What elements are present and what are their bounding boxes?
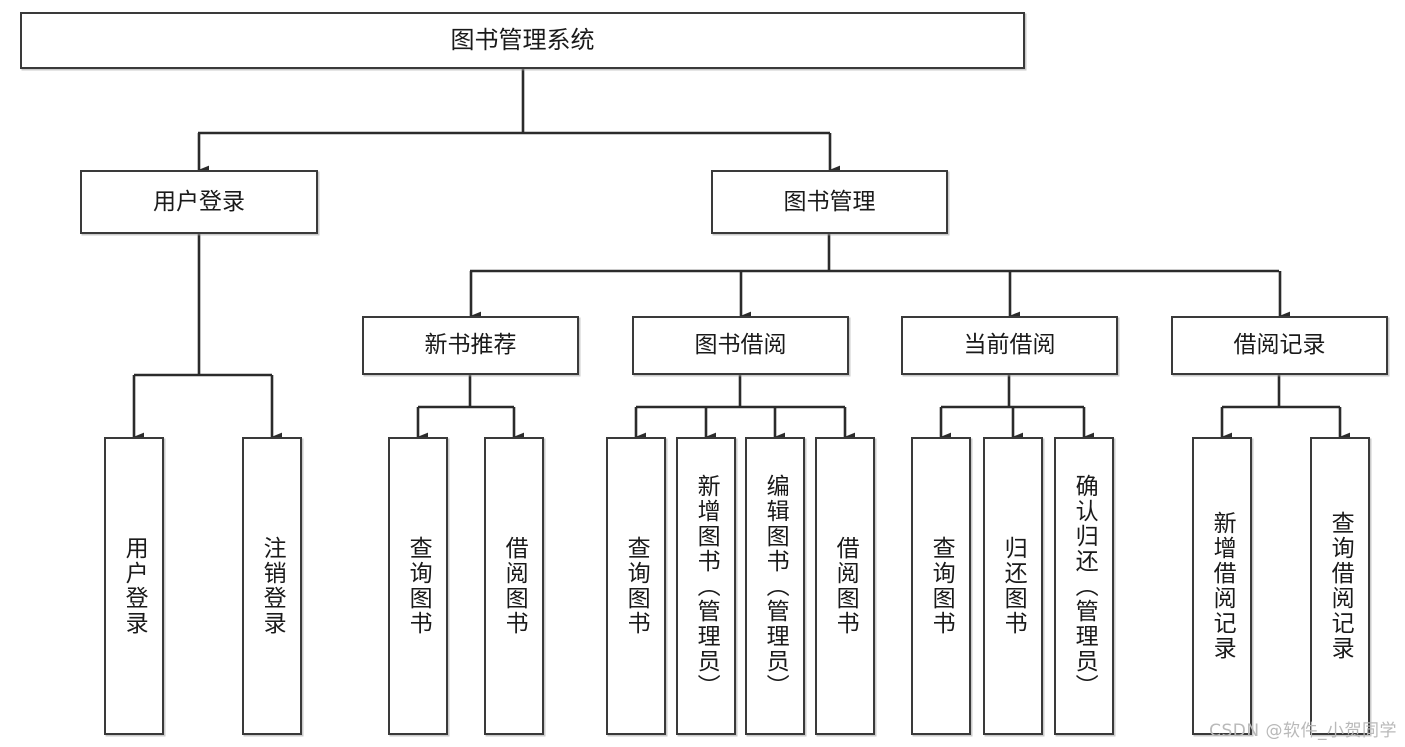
- node-label-root: 图书管理系统: [450, 25, 595, 54]
- node-leaf-return-book[interactable]: 归还图书: [983, 437, 1043, 735]
- node-label-new-book-rec: 新书推荐: [424, 332, 517, 359]
- node-label-user-login: 用户登录: [153, 188, 245, 215]
- node-label-current-borrow: 当前借阅: [963, 332, 1056, 359]
- node-new-book-rec[interactable]: 新书推荐: [362, 316, 579, 375]
- node-user-login[interactable]: 用户登录: [80, 170, 318, 234]
- node-leaf-logout[interactable]: 注销登录: [242, 437, 302, 735]
- node-leaf-add-record[interactable]: 新增借阅记录: [1192, 437, 1252, 735]
- node-leaf-edit-book[interactable]: 编辑图书（管理员）: [745, 437, 805, 735]
- node-label-leaf-query-record: 查询借阅记录: [1327, 511, 1354, 661]
- node-label-leaf-query-book-3: 查询图书: [928, 536, 955, 636]
- node-leaf-query-record[interactable]: 查询借阅记录: [1310, 437, 1370, 735]
- node-leaf-add-book[interactable]: 新增图书（管理员）: [676, 437, 736, 735]
- node-label-leaf-borrow-book-1: 借阅图书: [501, 536, 528, 636]
- node-leaf-query-book-2[interactable]: 查询图书: [606, 437, 666, 735]
- node-leaf-user-login[interactable]: 用户登录: [104, 437, 164, 735]
- node-label-borrow-record: 借阅记录: [1233, 332, 1326, 359]
- node-label-leaf-edit-book: 编辑图书（管理员）: [762, 473, 789, 699]
- node-label-leaf-return-book: 归还图书: [1000, 536, 1027, 636]
- node-label-leaf-query-book-1: 查询图书: [405, 536, 432, 636]
- node-root[interactable]: 图书管理系统: [20, 12, 1025, 69]
- node-label-leaf-borrow-book-2: 借阅图书: [832, 536, 859, 636]
- node-leaf-confirm-return[interactable]: 确认归还（管理员）: [1054, 437, 1114, 735]
- node-leaf-query-book-3[interactable]: 查询图书: [911, 437, 971, 735]
- node-leaf-query-book-1[interactable]: 查询图书: [388, 437, 448, 735]
- node-label-leaf-user-login: 用户登录: [121, 536, 148, 636]
- csdn-watermark: CSDN @软件_小贺同学: [1209, 721, 1397, 741]
- node-leaf-borrow-book-1[interactable]: 借阅图书: [484, 437, 544, 735]
- node-book-manage[interactable]: 图书管理: [711, 170, 948, 234]
- node-current-borrow[interactable]: 当前借阅: [901, 316, 1118, 375]
- node-label-leaf-logout: 注销登录: [259, 536, 286, 636]
- node-label-leaf-query-book-2: 查询图书: [623, 536, 650, 636]
- node-label-book-manage: 图书管理: [783, 188, 876, 215]
- node-borrow-record[interactable]: 借阅记录: [1171, 316, 1388, 375]
- node-label-book-borrow: 图书借阅: [694, 332, 787, 359]
- node-label-leaf-add-book: 新增图书（管理员）: [693, 473, 720, 699]
- node-label-leaf-confirm-return: 确认归还（管理员）: [1071, 473, 1098, 699]
- node-leaf-borrow-book-2[interactable]: 借阅图书: [815, 437, 875, 735]
- node-book-borrow[interactable]: 图书借阅: [632, 316, 849, 375]
- node-label-leaf-add-record: 新增借阅记录: [1209, 511, 1236, 661]
